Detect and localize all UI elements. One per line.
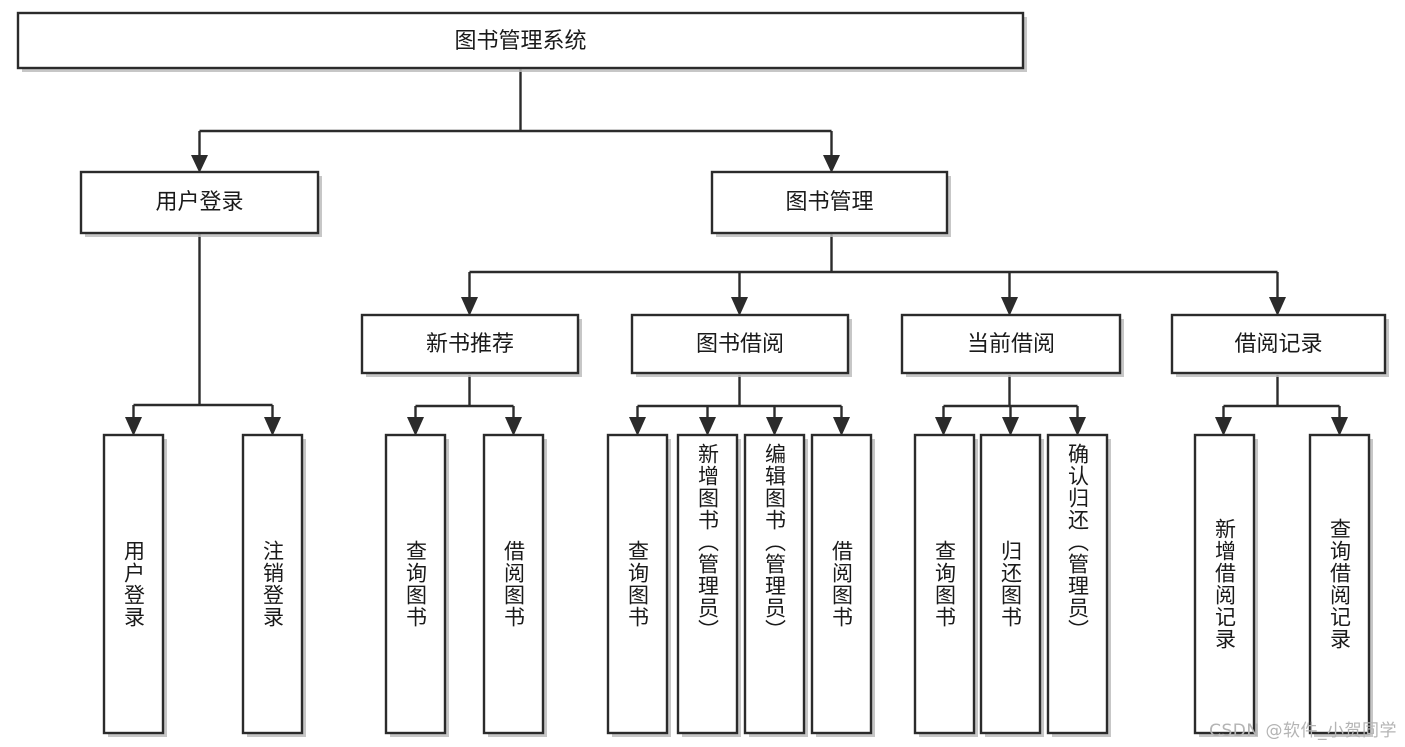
arrow-head-current-borrow bbox=[1001, 297, 1018, 316]
arrow-head-leaf-query-book-1 bbox=[407, 417, 424, 436]
node-leaf-add-record-box[interactable] bbox=[1193, 433, 1256, 735]
node-leaf-query-book-2-box[interactable] bbox=[606, 433, 669, 735]
node-leaf-user-login-box[interactable] bbox=[102, 433, 165, 735]
node-leaf-query-book-1-box[interactable] bbox=[384, 433, 447, 735]
csdn-watermark: CSDN @软件_小贺同学 bbox=[1209, 721, 1397, 741]
node-leaf-query-book-3-box[interactable] bbox=[913, 433, 976, 735]
node-leaf-add-record[interactable] bbox=[1193, 433, 1258, 737]
arrow-head-new-book-rec bbox=[461, 297, 478, 316]
node-leaf-return-book-box[interactable] bbox=[979, 433, 1042, 735]
arrow-head-book-borrow bbox=[731, 297, 748, 316]
node-leaf-edit-book[interactable] bbox=[743, 433, 808, 737]
node-current-borrow[interactable]: 当前借阅 bbox=[900, 313, 1124, 377]
node-leaf-edit-book-box[interactable] bbox=[743, 433, 806, 735]
arrow-head-leaf-confirm-return bbox=[1069, 417, 1086, 436]
node-book-manage[interactable]: 图书管理 bbox=[710, 170, 951, 237]
arrow-head-book-manage bbox=[823, 155, 840, 173]
node-leaf-logout[interactable] bbox=[241, 433, 306, 737]
node-new-book-rec[interactable]: 新书推荐 bbox=[360, 313, 582, 377]
node-borrow-record-box[interactable] bbox=[1170, 313, 1387, 375]
node-new-book-rec-label: 新书推荐 bbox=[426, 332, 514, 357]
arrow-head-leaf-add-book bbox=[699, 417, 716, 436]
node-leaf-query-record[interactable] bbox=[1308, 433, 1373, 737]
arrow-head-leaf-query-book-3 bbox=[935, 417, 952, 436]
arrow-head-leaf-logout bbox=[264, 417, 281, 436]
node-leaf-query-record-box[interactable] bbox=[1308, 433, 1371, 735]
node-current-borrow-label: 当前借阅 bbox=[967, 332, 1055, 357]
arrow-head-leaf-user-login bbox=[125, 417, 142, 436]
node-root[interactable]: 图书管理系统 bbox=[16, 11, 1027, 72]
node-book-manage-box[interactable] bbox=[710, 170, 949, 235]
node-book-borrow-box[interactable] bbox=[630, 313, 850, 375]
arrow-head-borrow-record bbox=[1269, 297, 1286, 316]
node-leaf-query-book-1[interactable] bbox=[384, 433, 449, 737]
node-leaf-return-book[interactable] bbox=[979, 433, 1044, 737]
arrow-head-user-login bbox=[191, 155, 208, 173]
node-user-login-label: 用户登录 bbox=[155, 190, 243, 215]
node-book-manage-label: 图书管理 bbox=[785, 190, 873, 215]
node-book-borrow-label: 图书借阅 bbox=[696, 332, 784, 357]
node-book-borrow[interactable]: 图书借阅 bbox=[630, 313, 852, 377]
node-user-login[interactable]: 用户登录 bbox=[79, 170, 322, 237]
arrow-head-leaf-borrow-book-2 bbox=[833, 417, 850, 436]
node-leaf-borrow-book-2[interactable] bbox=[810, 433, 875, 737]
arrow-head-leaf-query-book-2 bbox=[629, 417, 646, 436]
arrow-head-leaf-edit-book bbox=[766, 417, 783, 436]
arrow-head-leaf-borrow-book-1 bbox=[505, 417, 522, 436]
arrow-head-leaf-add-record bbox=[1215, 417, 1232, 436]
node-user-login-box[interactable] bbox=[79, 170, 320, 235]
node-current-borrow-box[interactable] bbox=[900, 313, 1122, 375]
node-leaf-borrow-book-2-box[interactable] bbox=[810, 433, 873, 735]
node-leaf-query-book-3[interactable] bbox=[913, 433, 978, 737]
node-leaf-user-login[interactable] bbox=[102, 433, 167, 737]
arrow-head-leaf-return-book bbox=[1002, 417, 1019, 436]
node-leaf-confirm-return[interactable] bbox=[1046, 433, 1111, 737]
node-leaf-logout-box[interactable] bbox=[241, 433, 304, 735]
node-root-box[interactable] bbox=[16, 11, 1025, 70]
node-leaf-confirm-return-box[interactable] bbox=[1046, 433, 1109, 735]
connector-group bbox=[125, 68, 1348, 436]
node-leaf-add-book[interactable] bbox=[676, 433, 741, 737]
node-leaf-borrow-book-1[interactable] bbox=[482, 433, 547, 737]
node-leaf-add-book-box[interactable] bbox=[676, 433, 739, 735]
arrow-head-leaf-query-record bbox=[1331, 417, 1348, 436]
node-leaf-borrow-book-1-box[interactable] bbox=[482, 433, 545, 735]
node-root-label: 图书管理系统 bbox=[454, 29, 586, 54]
node-new-book-rec-box[interactable] bbox=[360, 313, 580, 375]
node-borrow-record-label: 借阅记录 bbox=[1234, 332, 1322, 357]
node-leaf-query-book-2[interactable] bbox=[606, 433, 671, 737]
node-borrow-record[interactable]: 借阅记录 bbox=[1170, 313, 1389, 377]
